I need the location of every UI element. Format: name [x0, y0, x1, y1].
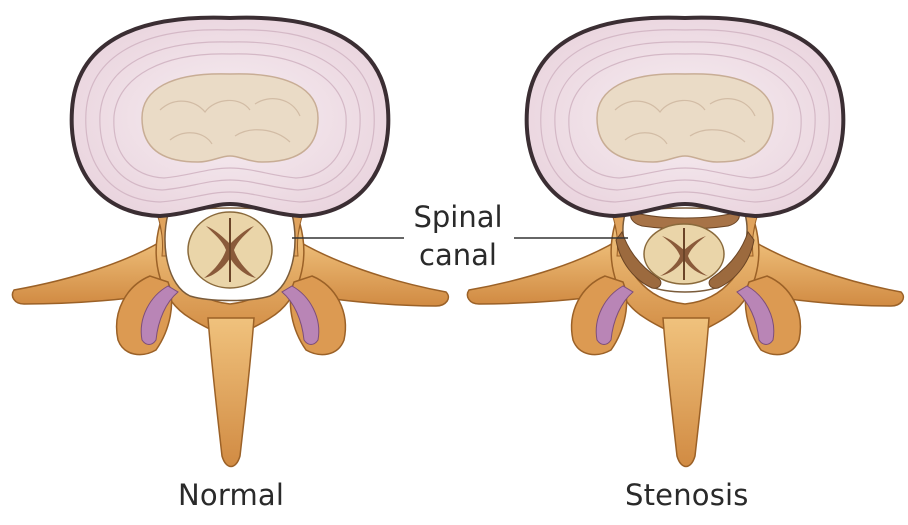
normal-caption: Normal — [178, 478, 284, 512]
spinal-canal-label-line1: Spinal — [400, 198, 516, 236]
stenosis-nucleus — [597, 74, 773, 162]
spinal-canal-label-line2: canal — [400, 236, 516, 274]
normal-nucleus — [142, 74, 318, 162]
normal-spinous-process — [208, 318, 254, 467]
stenosis-vertebra — [467, 18, 903, 467]
stenosis-spinous-process — [663, 318, 709, 467]
normal-vertebra — [12, 18, 448, 467]
stenosis-caption: Stenosis — [625, 478, 749, 512]
